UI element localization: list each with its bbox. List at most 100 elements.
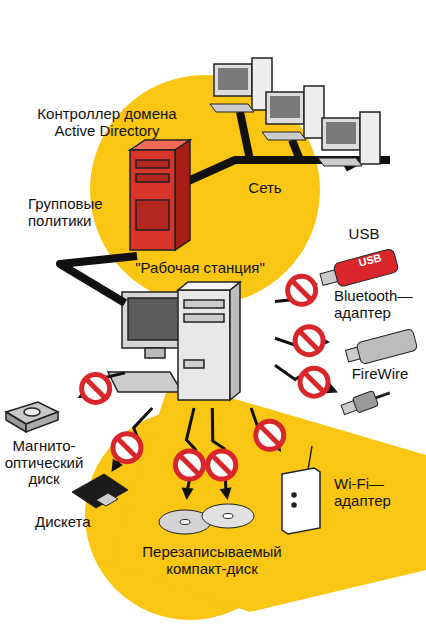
device-node: Wi-Fi— адаптер [272,452,407,537]
disk-side [6,412,26,432]
arrow-head [305,283,318,294]
lightning-connector [175,408,203,500]
arrow-head [325,382,338,393]
server-front [130,150,175,250]
server-node: Контроллер домена Active Directory [22,106,192,256]
keyboard [262,132,306,140]
prohibition-bar [86,378,106,398]
prohibition-bar [179,455,199,475]
drive-bay [184,314,224,322]
network-computer [262,86,324,140]
arrow-head [269,439,281,452]
tower-top [178,282,240,290]
workstation-node: "Рабочая станция" [125,258,275,408]
screen [128,298,182,340]
drive-bay [184,360,204,368]
cd-discs [159,504,254,534]
lightning-line [275,335,320,345]
plug-cable [376,393,390,398]
device-node: Bluetooth— адаптер [330,288,424,368]
network-wire [240,112,250,160]
usb-body [333,248,399,287]
screen [326,122,356,144]
lightning-connector [60,256,137,303]
device-node: FireWire [338,366,422,420]
cd-hole [180,520,190,525]
prohibition-bar [299,331,319,351]
server-slot [136,174,169,182]
network-computer [210,58,272,112]
prohibition-sign [256,421,284,449]
lightning-connector [275,276,318,304]
keyboard [318,158,362,166]
monitor [266,92,304,124]
monitor [214,64,252,96]
lightning-line [275,287,309,301]
prohibition-sign [288,276,316,304]
monitor-stand [145,348,165,358]
prohibition-bar [117,438,137,458]
prohibition-bar [260,425,280,445]
wifi-router [282,446,320,534]
device-node: Магнито- оптический диск [2,398,86,500]
lightning-line [86,373,125,393]
tower [304,86,324,138]
lightning-connector [275,327,330,355]
lightning-connector [251,408,284,452]
arrow-head [182,488,194,500]
monitor [322,118,360,150]
device-node: Дискета [30,472,130,534]
prohibition-bar [212,455,232,475]
screen [270,96,300,118]
usb-stick [318,248,399,291]
tower [360,112,380,164]
node-text: Перезаписываемый компакт-диск [122,544,302,577]
lightning-connector [208,408,236,500]
lightning-connector [275,365,338,396]
node-text: FireWire [338,366,422,383]
server [130,140,190,250]
firewire-plug [340,385,392,417]
adapter-body [356,328,418,364]
arrow-head [318,335,330,347]
plug-body [352,390,378,413]
router-antenna [308,446,312,470]
router-body [282,468,320,534]
arrow-head [78,387,91,398]
prohibition-sign [82,374,110,402]
keyboard [108,372,182,392]
lightning-line [212,408,226,490]
workstation [108,282,240,400]
text-label: Сеть [235,180,295,197]
node-text: Дискета [35,514,130,531]
yellow-background [85,75,426,620]
prohibition-sign [208,451,236,479]
drive-bay [184,300,224,308]
tower-side [230,282,240,400]
node-text: Магнито- оптический диск [2,438,86,488]
lightning-line [275,365,329,388]
node-text: "Рабочая станция" [125,260,275,277]
lightning-line [186,408,195,490]
network-wire [292,140,300,160]
node-text: Контроллер домена Active Directory [22,106,192,139]
node-text: USB [318,226,410,243]
cd [202,504,254,528]
floppy-disk [72,474,128,508]
prohibition-sign [175,451,203,479]
policy-wire [60,256,137,303]
yellow-fan [110,380,426,612]
floppy-shutter [96,493,118,506]
lightning-connector [78,373,125,403]
router-led [292,493,296,497]
arrow-head [220,487,232,500]
edge-label: Групповые политики [28,196,123,229]
screen [218,68,248,90]
server-side [175,140,190,250]
arrow-head [111,459,123,472]
prohibition-sign [113,434,141,462]
device-node: Перезаписываемый компакт-диск [122,500,302,590]
cd-hole [223,514,233,519]
bluetooth-adapter [344,328,417,367]
